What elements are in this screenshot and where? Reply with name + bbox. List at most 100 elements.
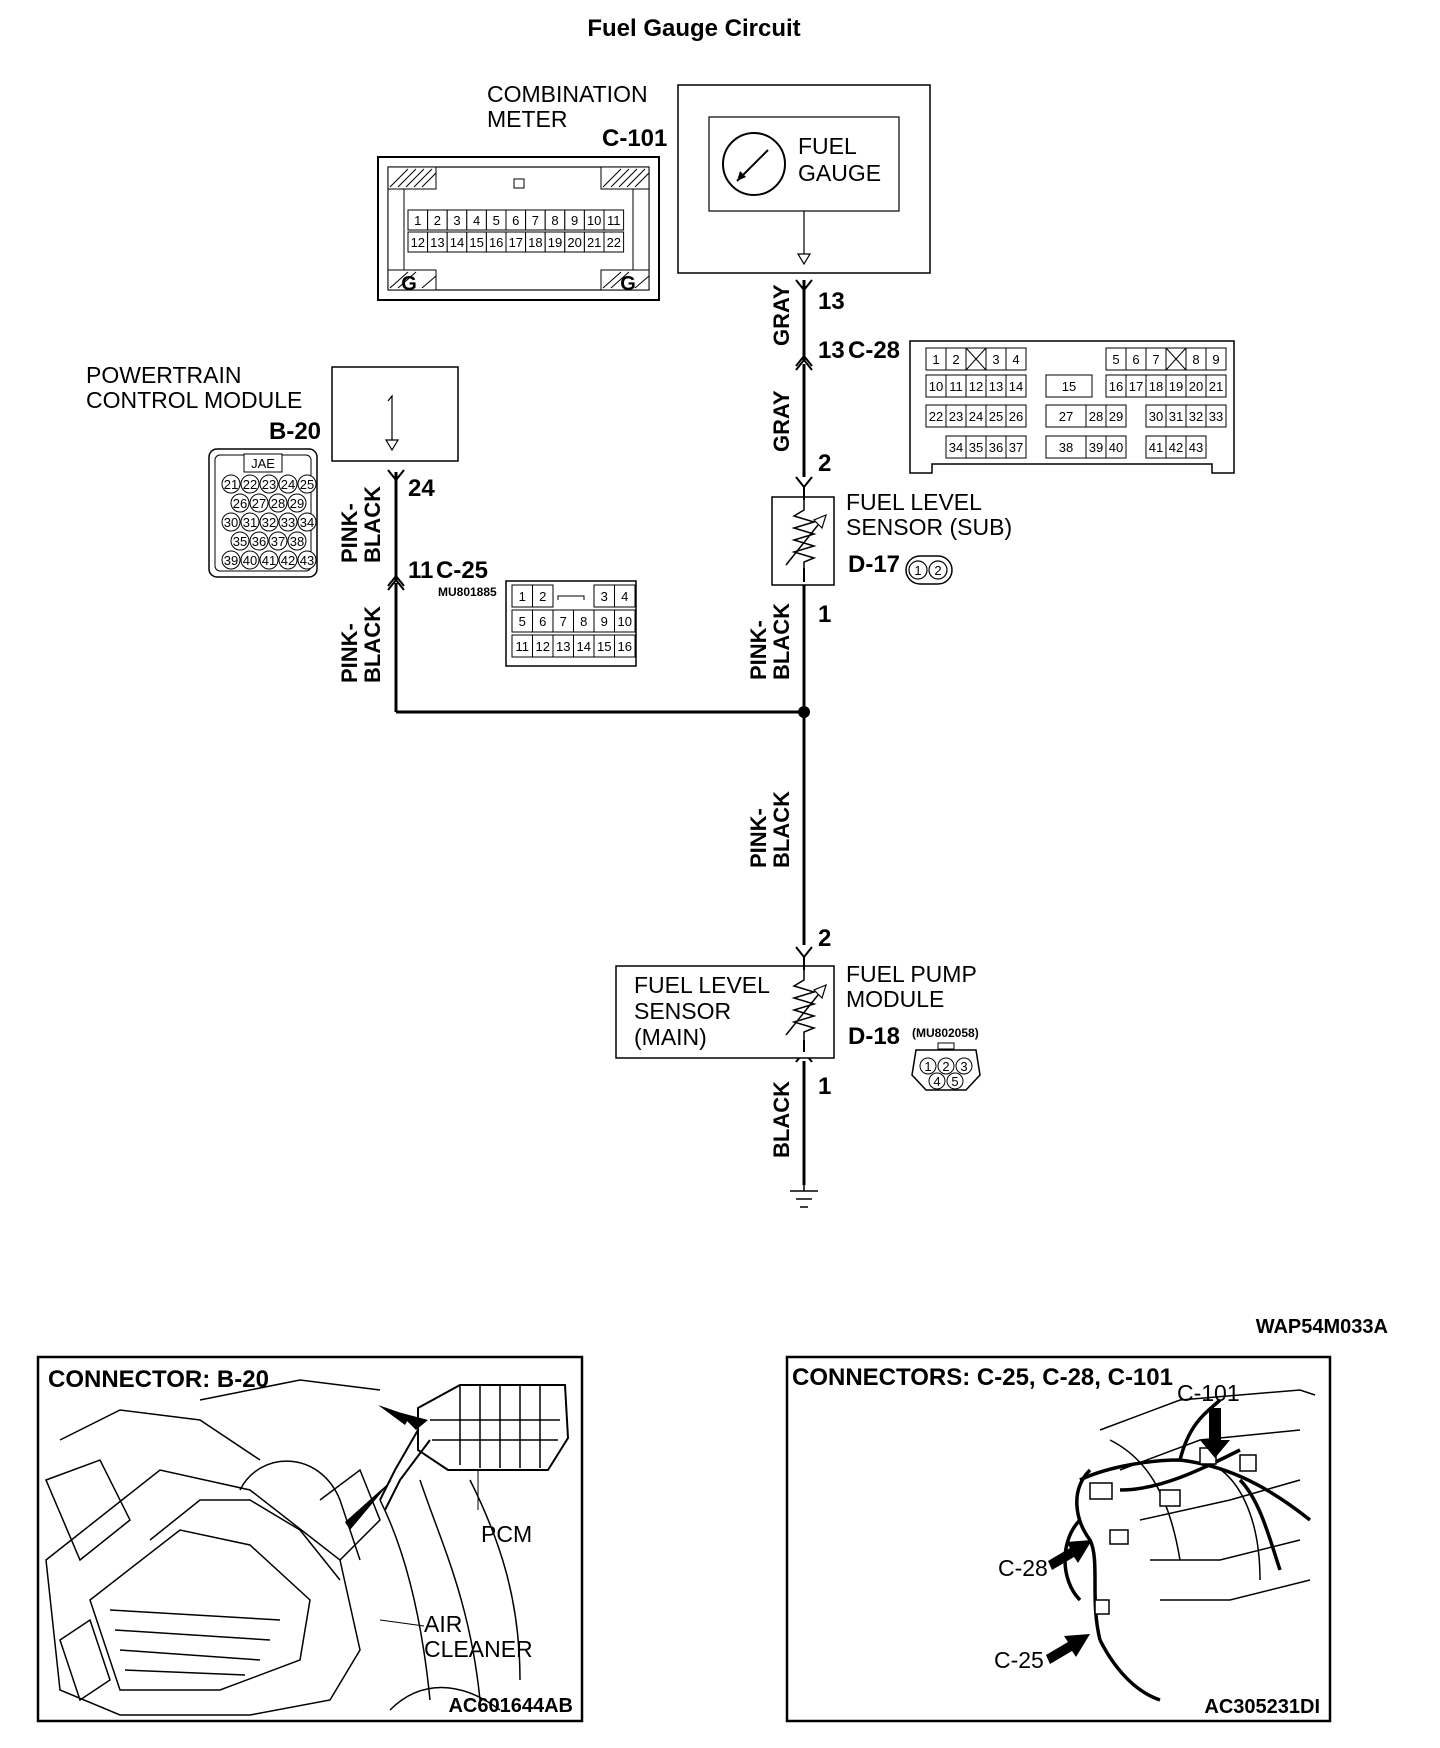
c28-pin-24: 24 (969, 409, 983, 424)
b20-pin-cell (221, 474, 241, 494)
b20-pin-26: 26 (233, 496, 247, 511)
b20-pin-43: 43 (300, 553, 314, 568)
c28-pin-cell (1205, 404, 1227, 428)
signal-arrow-icon (384, 439, 400, 452)
pcm-label-2: CONTROL MODULE (86, 387, 302, 413)
blanked-cavity (1165, 347, 1187, 371)
b20-pin-cell (268, 531, 288, 551)
main-sensor-pin-2: 2 (818, 925, 831, 952)
sub-sensor-label-1: FUEL LEVEL (846, 489, 982, 515)
c28-pin-2: 2 (952, 352, 959, 367)
c28-pin-10: 10 (929, 379, 943, 394)
c101-pin-15: 15 (469, 235, 483, 250)
c28-pin-cell (1105, 435, 1127, 459)
b20-pin-40: 40 (243, 553, 257, 568)
d18-pin-3: 3 (960, 1059, 967, 1074)
wire-color-pink-c25-2: BLACK (360, 606, 385, 683)
callout-c28: C-28 (998, 1555, 1048, 1581)
combination-meter-label-1: COMBINATION (487, 81, 648, 107)
b20-pin-21: 21 (224, 477, 238, 492)
c28-pin-25: 25 (989, 409, 1003, 424)
c101-ground-left: G (401, 273, 417, 295)
c28-pin-30: 30 (1149, 409, 1163, 424)
figure-code: WAP54M033A (1256, 1316, 1388, 1338)
c25-pin-12: 12 (536, 639, 550, 654)
c101-pin-20: 20 (567, 235, 581, 250)
arrow-icon (1048, 1540, 1092, 1570)
main-sensor-label-2: SENSOR (634, 998, 731, 1024)
c25-pin-6: 6 (539, 614, 546, 629)
b20-pin-32: 32 (262, 515, 276, 530)
c28-pin-5: 5 (1112, 352, 1119, 367)
main-sensor-pin-1: 1 (818, 1073, 831, 1100)
c28-pin-cell (1005, 435, 1027, 459)
c28-pin-16: 16 (1109, 379, 1123, 394)
c28-pin-cell (1005, 374, 1027, 398)
c25-pin-3: 3 (601, 589, 608, 604)
callout-air-2: CLEANER (424, 1636, 533, 1662)
wire-color-pink-c25-1: PINK- (337, 623, 362, 683)
pointer-icon (345, 1480, 392, 1530)
b20-pin-42: 42 (281, 553, 295, 568)
c25-pin-15: 15 (597, 639, 611, 654)
c25-pin-cell (614, 634, 636, 658)
c28-pin-15: 15 (1062, 379, 1076, 394)
c25-pin-4: 4 (621, 589, 628, 604)
b20-connector-id: B-20 (269, 418, 321, 445)
c101-pin-3: 3 (453, 213, 460, 228)
c28-pin-cell (1205, 347, 1227, 371)
wire-color-gray-2: GRAY (769, 390, 794, 452)
b20-pin-33: 33 (281, 515, 295, 530)
c28-pin-31: 31 (1169, 409, 1183, 424)
b20-pin-cell (268, 493, 288, 513)
fuel-level-sensor-main: FUEL LEVEL SENSOR (MAIN) FUEL PUMP MODUL… (615, 957, 981, 1091)
c28-pin-40: 40 (1109, 440, 1123, 455)
c25-pin-16: 16 (618, 639, 632, 654)
b20-pin-31: 31 (243, 515, 257, 530)
callout-c101: C-101 (1177, 1380, 1240, 1406)
c101-pin-9: 9 (571, 213, 578, 228)
b20-maker: JAE (251, 456, 275, 471)
c28-pin-13: 13 (989, 379, 1003, 394)
main-wire (394, 280, 806, 1185)
c25-pin-cell (532, 584, 554, 608)
connectors-c25-c28-c101-panel: CONNECTORS: C-25, C-28, C-101 (785, 1355, 1332, 1723)
panel-left-heading: CONNECTOR: B-20 (48, 1366, 269, 1393)
b20-pin-cell (221, 550, 241, 570)
c28-pin-33: 33 (1209, 409, 1223, 424)
b20-pin-41: 41 (262, 553, 276, 568)
c28-pin-34: 34 (949, 440, 963, 455)
c28-pin-6: 6 (1132, 352, 1139, 367)
blanked-cavity (965, 347, 987, 371)
c28-pin-42: 42 (1169, 440, 1183, 455)
arrow-icon (1200, 1408, 1230, 1458)
c25-pin-8: 8 (580, 614, 587, 629)
b20-pin-28: 28 (271, 496, 285, 511)
b20-pin-cell (259, 474, 279, 494)
signal-arrow-icon (796, 253, 812, 266)
b20-pin-cell (240, 512, 260, 532)
c25-pin-13: 13 (556, 639, 570, 654)
combination-meter-label-2: METER (487, 106, 568, 132)
c25-pin-5: 5 (519, 614, 526, 629)
c101-connector-id: C-101 (602, 125, 667, 152)
b20-pin-cell (249, 493, 269, 513)
b20-pin-cell (278, 550, 298, 570)
c28-pin-26: 26 (1009, 409, 1023, 424)
c101-pin-14: 14 (450, 235, 464, 250)
fuel-pump-module-label-2: MODULE (846, 986, 944, 1012)
b20-pin-38: 38 (290, 534, 304, 549)
c101-pin-22: 22 (607, 235, 621, 250)
b20-pin-cell (259, 512, 279, 532)
c28-connector-id: C-28 (848, 337, 900, 364)
c28-pin-20: 20 (1189, 379, 1203, 394)
c101-pin-10: 10 (587, 213, 601, 228)
b20-pin-cell (297, 474, 317, 494)
fuel-level-sensor-sub: FUEL LEVEL SENSOR (SUB) D-17 1 2 (771, 487, 1012, 586)
d17-connector-id: D-17 (848, 551, 900, 578)
c101-pin-2: 2 (434, 213, 441, 228)
wire-color-pink-sub-1: PINK- (746, 620, 771, 680)
